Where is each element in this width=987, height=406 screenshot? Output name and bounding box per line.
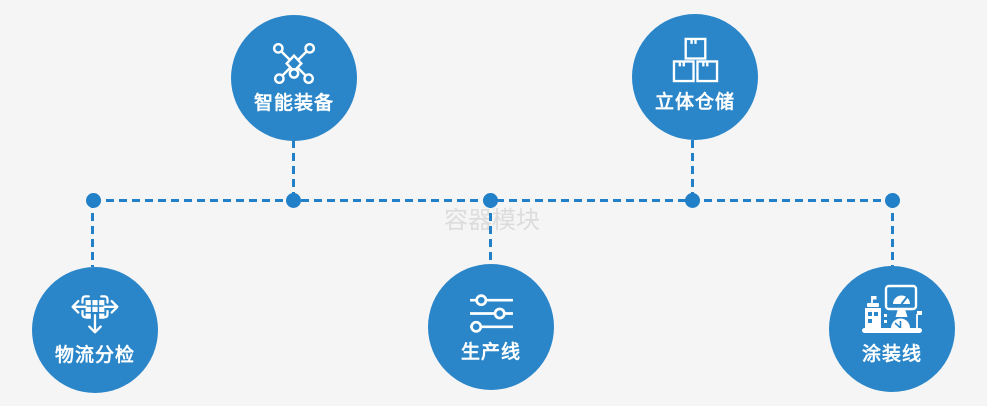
junction-dot xyxy=(86,193,101,208)
node-production-line[interactable]: 生产线 xyxy=(428,264,554,390)
watermark-text: 容器模块 xyxy=(444,206,540,234)
machine-station-icon xyxy=(860,281,924,335)
network-nodes-icon xyxy=(271,30,317,84)
node-label: 立体仓储 xyxy=(654,91,735,113)
node-label: 智能装备 xyxy=(253,92,334,114)
junction-dot xyxy=(685,193,700,208)
sort-move-icon xyxy=(70,282,120,336)
sliders-icon xyxy=(468,279,515,333)
node-warehouse[interactable]: 立体仓储 xyxy=(632,14,758,140)
junction-dot xyxy=(286,193,301,208)
connector-vertical-production xyxy=(489,200,492,264)
node-label: 生产线 xyxy=(460,341,521,363)
stacked-boxes-icon xyxy=(672,29,719,83)
connector-vertical-warehouse xyxy=(691,140,694,200)
node-painting-line[interactable]: 涂装线 xyxy=(829,266,955,392)
connector-vertical-logistics xyxy=(91,200,94,267)
node-label: 物流分检 xyxy=(54,344,135,366)
node-logistics-sorting[interactable]: 物流分检 xyxy=(32,267,158,393)
connector-vertical-painting xyxy=(891,200,894,266)
node-label: 涂装线 xyxy=(861,343,922,365)
connector-vertical-equipment xyxy=(292,140,295,200)
junction-dot xyxy=(885,193,900,208)
node-smart-equipment[interactable]: 智能装备 xyxy=(231,15,357,141)
junction-dot xyxy=(483,193,498,208)
